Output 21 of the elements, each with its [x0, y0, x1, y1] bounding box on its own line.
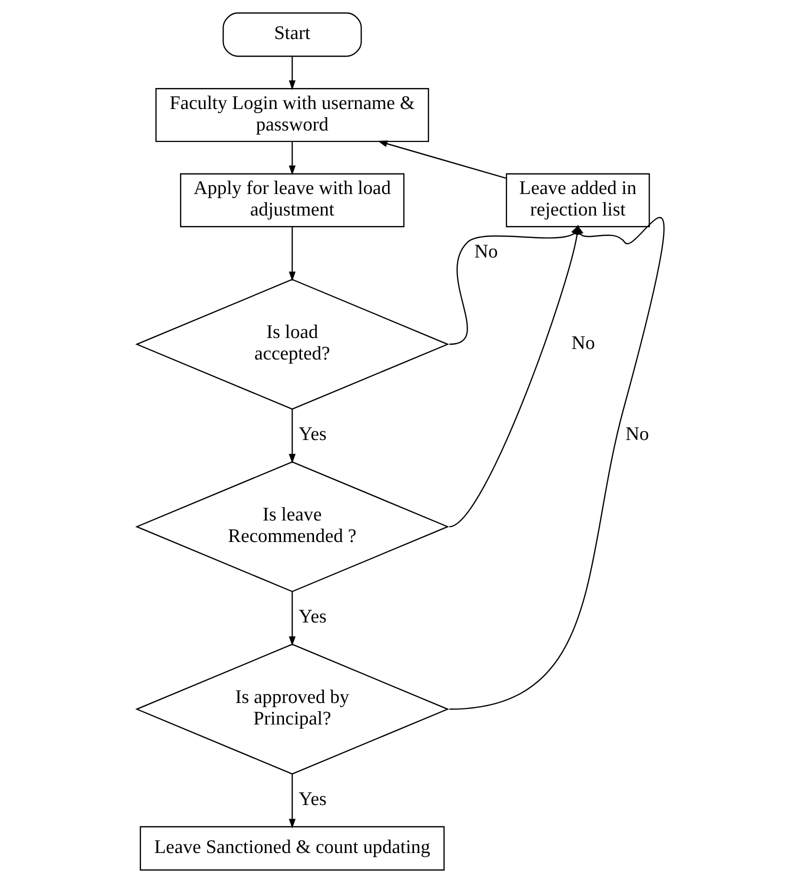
edge-label: Yes — [298, 424, 326, 446]
node-box: Faculty Login with username & password — [154, 88, 429, 142]
node-diamond: Is load accepted? — [134, 278, 449, 410]
arrow — [288, 409, 296, 464]
edge-label: Yes — [298, 606, 326, 628]
node-box: Leave added in rejection list — [505, 173, 650, 228]
edge-label: No — [571, 332, 595, 354]
arrow — [288, 592, 296, 646]
node-box: Leave Sanctioned & count updating — [139, 826, 444, 871]
arrow — [288, 774, 296, 828]
node-box: Start — [222, 12, 362, 57]
arrow — [288, 56, 296, 90]
node-box: Apply for leave with load adjustment — [180, 173, 404, 228]
arrow — [288, 142, 296, 176]
node-diamond: Is leave Recommended ? — [134, 461, 449, 592]
edge-label: No — [474, 242, 498, 263]
arrow — [377, 140, 506, 179]
arrow — [288, 226, 296, 282]
node-diamond: Is approved by Principal? — [134, 644, 449, 775]
edge-label: Yes — [298, 788, 326, 810]
edge-label: No — [625, 424, 649, 446]
